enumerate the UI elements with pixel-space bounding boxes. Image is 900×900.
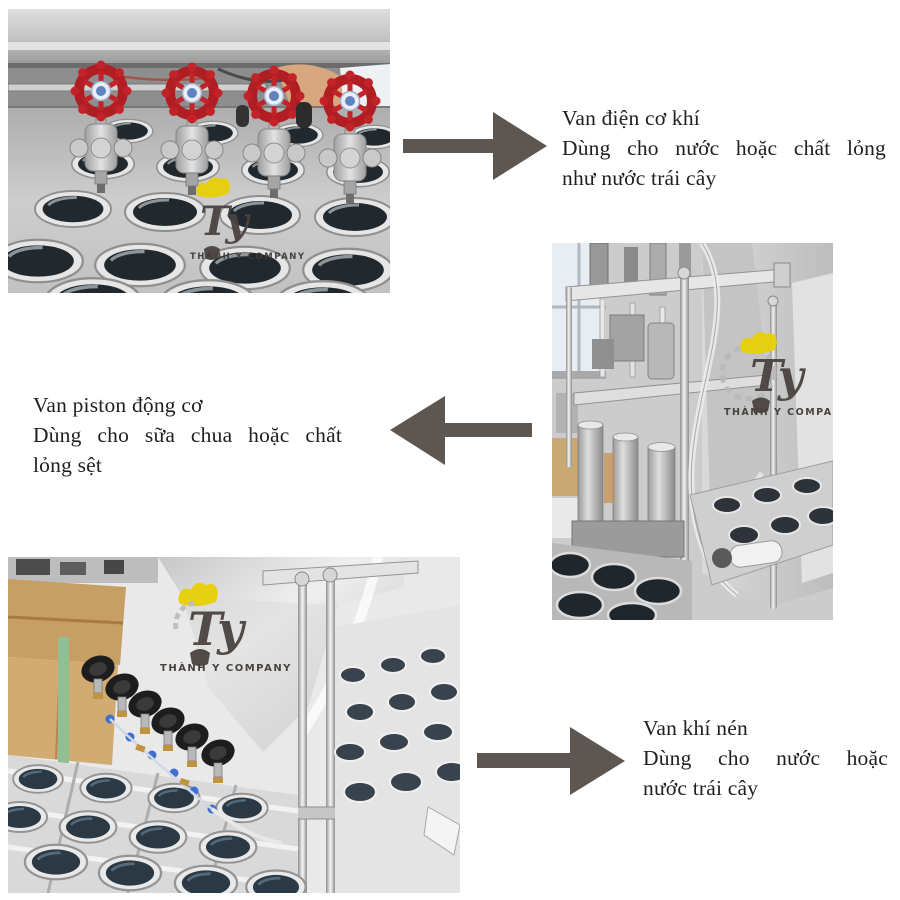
watermark-initials: Ty — [200, 198, 251, 245]
caption-pneumatic-valve: Van khí nén Dùng cho nước hoặc nước trái… — [643, 713, 888, 803]
watermark-company: THÀNH Y COMPANY — [724, 406, 833, 418]
pneumatic-valves-illustration: Ty THÀNH Y COMPANY — [8, 557, 460, 893]
caption-line: nước trái cây — [643, 776, 759, 800]
caption-line: Dùng cho sữa chua hoặc chất — [33, 423, 342, 447]
watermark-company: THÀNH Y COMPANY — [160, 661, 292, 674]
photo-pneumatic-valves: Ty THÀNH Y COMPANY — [8, 557, 460, 893]
arrow-right-icon — [403, 110, 547, 182]
photo-electric-valves: Ty THÀNH Y COMPANY — [8, 9, 390, 293]
piston-valves-illustration: Ty THÀNH Y COMPANY — [552, 243, 833, 620]
watermark-logo: Ty THÀNH Y COMPANY — [719, 332, 833, 418]
watermark-initials: Ty — [750, 351, 807, 402]
arrow-right-icon — [477, 725, 625, 797]
caption-line: Dùng cho nước hoặc chất lỏng — [562, 136, 886, 160]
caption-line: Dùng cho nước hoặc — [643, 746, 888, 770]
caption-electric-valve: Van điện cơ khí Dùng cho nước hoặc chất … — [562, 103, 886, 193]
watermark-logo: Ty THÀNH Y COMPANY — [190, 177, 306, 262]
photo-piston-valves: Ty THÀNH Y COMPANY — [552, 243, 833, 620]
caption-line: lỏng sệt — [33, 453, 103, 477]
caption-line: như nước trái cây — [562, 166, 717, 190]
watermark-initials: Ty — [188, 602, 247, 656]
electric-valves-illustration: Ty THÀNH Y COMPANY — [8, 9, 390, 293]
caption-title: Van điện cơ khí — [562, 106, 700, 130]
caption-piston-valve: Van piston động cơ Dùng cho sữa chua hoặ… — [33, 390, 342, 480]
watermark-logo: Ty THÀNH Y COMPANY — [160, 582, 292, 674]
caption-title: Van khí nén — [643, 716, 748, 740]
watermark-company: THÀNH Y COMPANY — [190, 250, 306, 262]
arrow-left-icon — [390, 395, 532, 466]
caption-title: Van piston động cơ — [33, 393, 203, 417]
